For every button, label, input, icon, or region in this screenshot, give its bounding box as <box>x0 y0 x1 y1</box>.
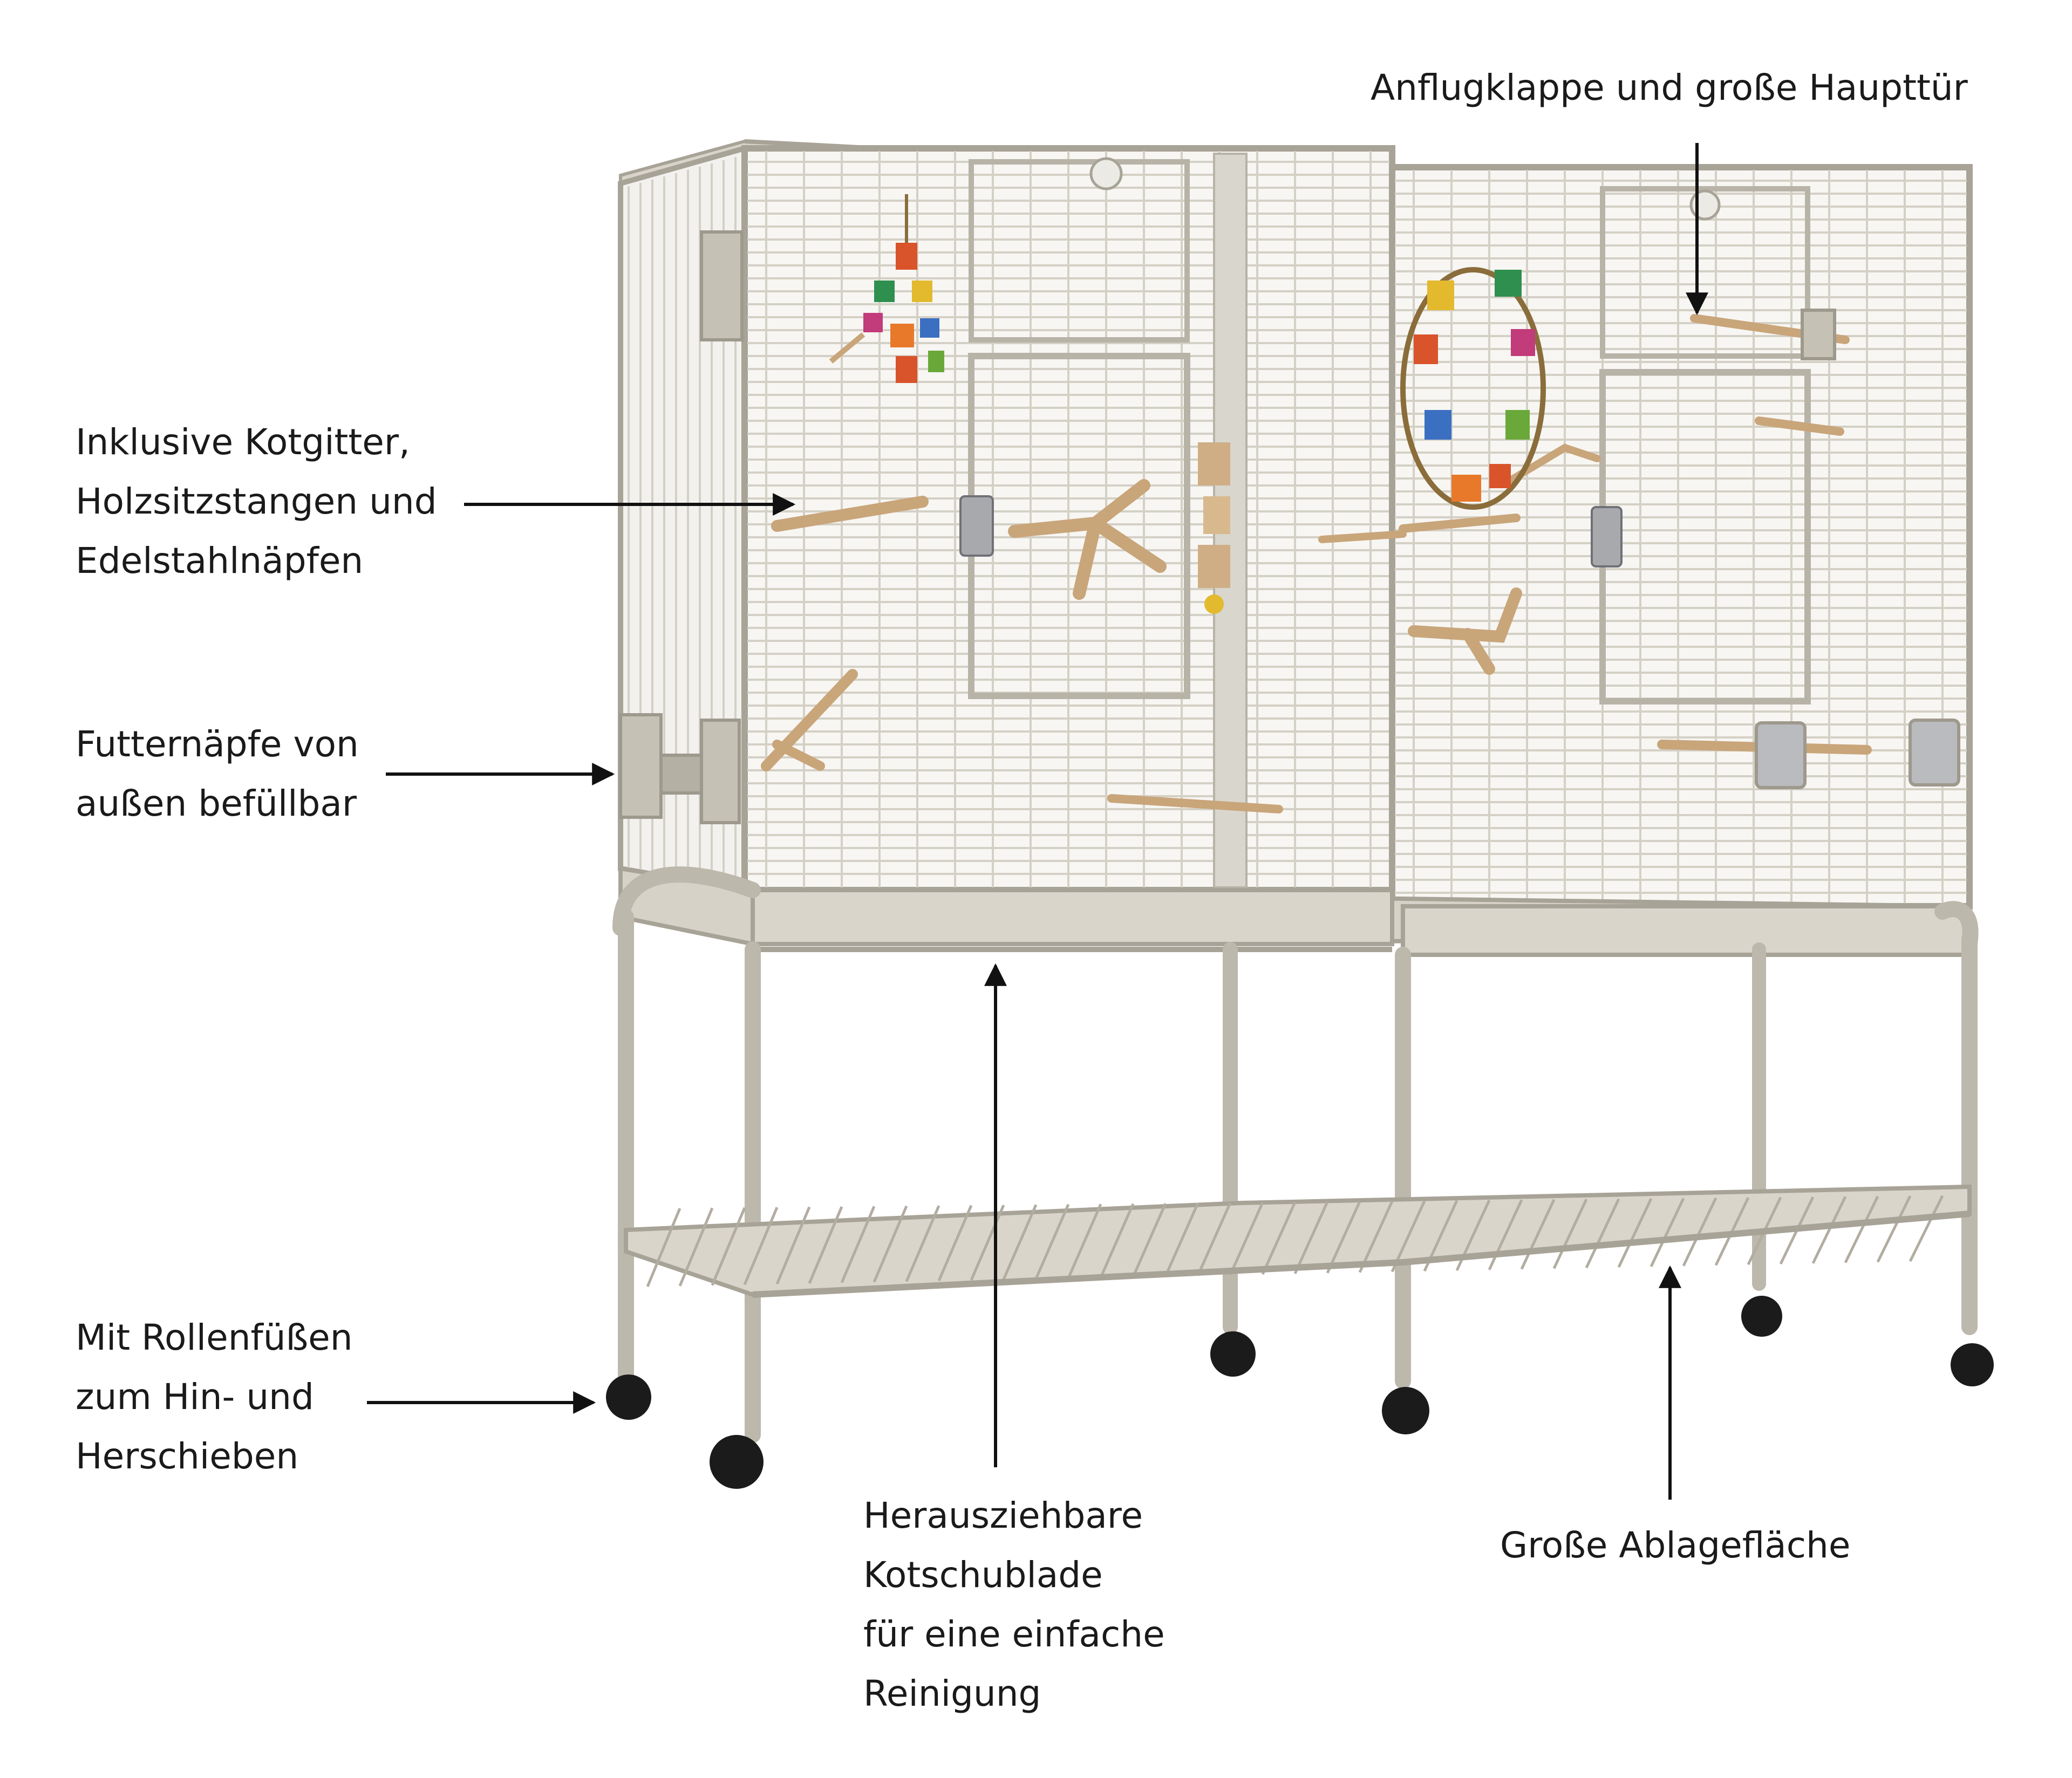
callout-tray: Herausziehbare Kotschublade für eine ein… <box>863 1486 1165 1724</box>
left-top-feeder-ring <box>1089 157 1123 190</box>
callout-tray-line-4: Reinigung <box>863 1673 1041 1714</box>
wheel-front-right <box>1951 1343 1994 1386</box>
wheel-back-center <box>1210 1331 1256 1377</box>
wheel-front-left <box>606 1374 651 1420</box>
feeder-right-1 <box>1755 721 1807 789</box>
callout-tray-line-1: Herausziehbare <box>863 1495 1143 1536</box>
hanging-toy-ring-right <box>1400 267 1546 510</box>
callout-floor-grid-line-2: Holzsitzstangen und <box>76 481 437 522</box>
callout-wheels-line-1: Mit Rollenfüßen <box>76 1317 353 1358</box>
storage-shelf <box>624 1184 1972 1298</box>
side-feeders <box>619 230 1960 824</box>
stand-frame <box>612 866 1979 1443</box>
callout-door-line-1: Anflugklappe und große Haupttür <box>1371 67 1968 108</box>
wheel-back-right <box>1741 1296 1782 1337</box>
right-top-feeder-ring <box>1689 189 1721 221</box>
callout-wheels-line-3: Herschieben <box>76 1435 299 1477</box>
callout-floor-grid-line-3: Edelstahlnäpfen <box>76 540 364 582</box>
wooden-toy-post <box>1198 442 1230 614</box>
wheel-front-center-left <box>710 1435 764 1489</box>
callout-tray-line-2: Kotschublade <box>863 1554 1103 1596</box>
side-door-left <box>700 230 744 341</box>
wheel-front-center-right <box>1382 1387 1429 1434</box>
wooden-perches <box>761 314 1872 813</box>
left-door-latch <box>959 495 994 557</box>
callout-floor-grid: Inklusive Kotgitter, Holzsitzstangen und… <box>76 413 437 591</box>
hanging-toy-left <box>829 194 944 383</box>
callout-shelf: Große Ablagefläche <box>1500 1516 1850 1575</box>
feeder-left-outer <box>619 713 663 819</box>
caster-wheels <box>606 1296 1994 1489</box>
callout-shelf-line-1: Große Ablagefläche <box>1500 1524 1851 1566</box>
callout-floor-grid-line-1: Inklusive Kotgitter, <box>76 421 411 463</box>
callout-feeders-line-1: Futternäpfe von <box>76 723 359 765</box>
feeder-left-inner <box>700 719 741 824</box>
callout-wheels: Mit Rollenfüßen zum Hin- und Herschieben <box>76 1308 353 1486</box>
right-door-latch <box>1591 506 1623 567</box>
left-upper-door <box>969 159 1190 343</box>
callout-arrows <box>367 143 1708 1500</box>
callout-wheels-line-2: zum Hin- und <box>76 1376 314 1418</box>
callout-feeders-line-2: außen befüllbar <box>76 783 357 824</box>
callout-tray-line-3: für eine einfache <box>863 1613 1165 1655</box>
callout-feeders: Futternäpfe von außen befüllbar <box>76 715 359 833</box>
callout-door: Anflugklappe und große Haupttür <box>1371 58 1968 118</box>
right-front-panel <box>1389 164 1973 909</box>
feeder-right-2 <box>1909 719 1960 787</box>
right-upper-door <box>1600 186 1810 359</box>
